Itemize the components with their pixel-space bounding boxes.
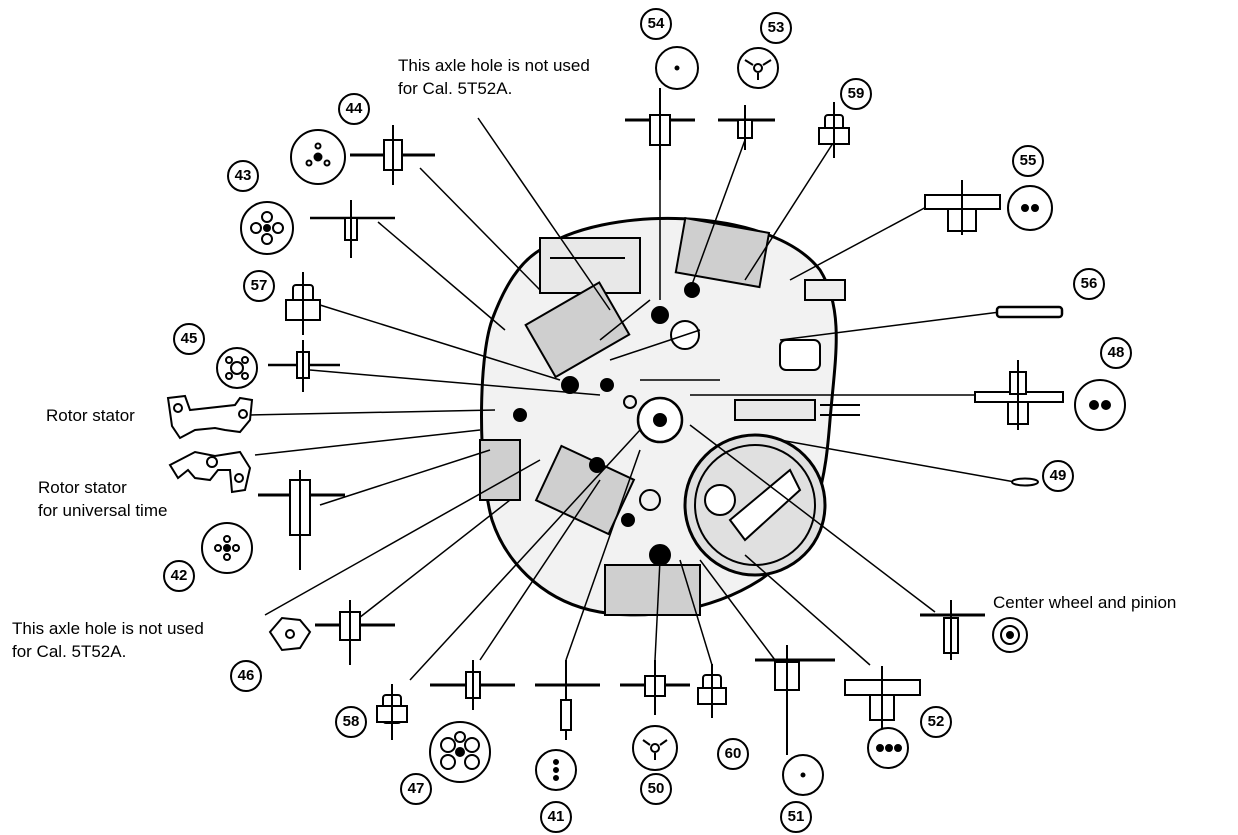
part-57	[285, 272, 321, 335]
part-number-43: 43	[227, 160, 259, 192]
part-number-42: 42	[163, 560, 195, 592]
part-number-49: 49	[1042, 460, 1074, 492]
rotor-stator-ut-part	[168, 450, 252, 494]
part-44	[290, 125, 435, 185]
part-46	[268, 600, 395, 665]
part-number-60: 60	[717, 738, 749, 770]
center-wheel-label: Center wheel and pinion	[993, 593, 1177, 612]
part-number-57: 57	[243, 270, 275, 302]
part-59	[818, 102, 850, 158]
part-54	[625, 46, 699, 180]
part-47	[429, 660, 515, 783]
rotor-stator-ut-label-line2: for universal time	[38, 501, 168, 520]
part-number-54: 54	[640, 8, 672, 40]
axle-note-top-line1: This axle hole is not used	[398, 56, 590, 75]
part-45	[216, 340, 340, 392]
part-number-45: 45	[173, 323, 205, 355]
part-number-55: 55	[1012, 145, 1044, 177]
part-41	[535, 660, 600, 791]
part-51	[755, 645, 835, 796]
part-number-58: 58	[335, 706, 367, 738]
part-number-44: 44	[338, 93, 370, 125]
part-number-48: 48	[1100, 337, 1132, 369]
part-number-56: 56	[1073, 268, 1105, 300]
movement-body	[479, 216, 860, 617]
part-60	[697, 664, 727, 718]
part-43	[240, 200, 395, 258]
part-58	[376, 684, 408, 740]
part-56	[995, 305, 1064, 319]
center-wheel-part	[920, 600, 1028, 660]
part-number-50: 50	[640, 773, 672, 805]
part-number-46: 46	[230, 660, 262, 692]
part-48	[974, 360, 1126, 431]
part-53	[718, 47, 779, 150]
axle-note-bottom-line2: for Cal. 5T52A.	[12, 642, 127, 661]
rotor-stator-ut-label-line1: Rotor stator	[38, 478, 127, 497]
axle-note-top-line2: for Cal. 5T52A.	[398, 79, 513, 98]
part-number-51: 51	[780, 801, 812, 833]
part-number-41: 41	[540, 801, 572, 833]
axle-note-bottom-line1: This axle hole is not used	[12, 619, 204, 638]
leader-lines	[249, 117, 1016, 681]
part-number-52: 52	[920, 706, 952, 738]
part-number-47: 47	[400, 773, 432, 805]
rotor-stator-part	[166, 394, 254, 440]
part-52	[844, 666, 921, 769]
rotor-stator-label: Rotor stator	[46, 406, 135, 425]
part-42-wheel	[201, 470, 345, 574]
part-55	[924, 180, 1053, 235]
part-50	[620, 660, 690, 771]
part-number-59: 59	[840, 78, 872, 110]
part-49	[1011, 477, 1039, 487]
part-number-53: 53	[760, 12, 792, 44]
